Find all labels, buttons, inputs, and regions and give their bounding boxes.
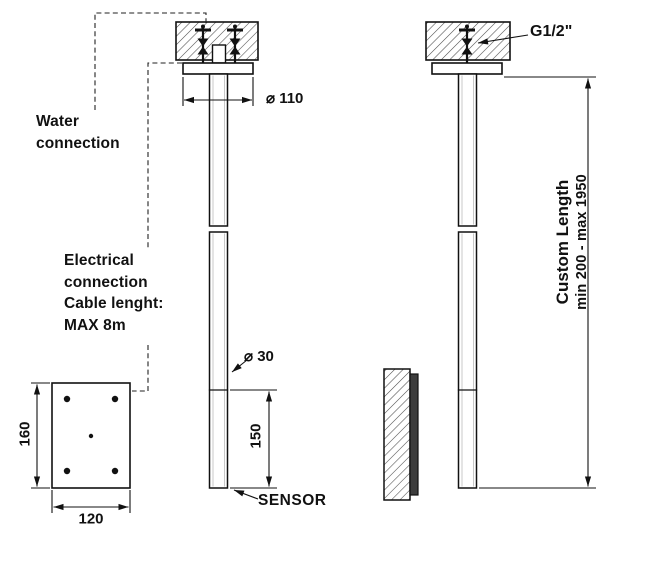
electrical-connection-label: Electrical connection Cable lenght: MAX … bbox=[64, 252, 164, 334]
spout-tube-lower bbox=[208, 231, 229, 489]
electrical-connection-leader-top bbox=[147, 62, 182, 248]
mounting-hole bbox=[111, 395, 119, 403]
dimensions-left bbox=[31, 77, 277, 513]
center-hole bbox=[88, 433, 94, 439]
sensor-leader bbox=[233, 489, 259, 500]
dim-plate-160 bbox=[31, 382, 50, 489]
wall-section bbox=[383, 368, 411, 501]
dim-label-sensor-height: 150 bbox=[247, 423, 265, 449]
electrical-connection-leader-bottom bbox=[132, 345, 149, 392]
custom-length-range: min 200 - max 1950 bbox=[574, 174, 590, 310]
dim-tube-30-leader bbox=[231, 359, 248, 373]
dim-label-tube-diameter: ⌀ 30 bbox=[244, 348, 274, 365]
mounting-hole bbox=[111, 467, 119, 475]
custom-length-title: Custom Length bbox=[553, 179, 572, 305]
tube-upper-right bbox=[457, 73, 478, 227]
mounting-flange bbox=[182, 62, 254, 75]
dimensions-right bbox=[477, 34, 596, 489]
base-plate-bottom-view bbox=[51, 382, 131, 489]
g12-leader bbox=[477, 34, 529, 45]
mounting-hole bbox=[63, 467, 71, 475]
thread-size-label: G1/2" bbox=[530, 23, 573, 40]
water-connection-label: Water connection bbox=[36, 113, 120, 152]
dim-plate-120 bbox=[51, 490, 131, 513]
sensor-label: SENSOR bbox=[258, 492, 327, 509]
right-view bbox=[383, 21, 511, 501]
dim-label-flange-diameter: ⌀ 110 bbox=[266, 90, 304, 107]
mounting-flange-right bbox=[431, 62, 503, 75]
tube-lower-right bbox=[457, 231, 478, 489]
wall-plate bbox=[409, 373, 419, 496]
dim-sensor-150 bbox=[230, 389, 277, 489]
left-view bbox=[175, 21, 259, 489]
inlet-fitting bbox=[211, 44, 227, 64]
leader-lines bbox=[94, 12, 207, 392]
spout-tube-upper bbox=[208, 73, 229, 227]
dim-label-plate-depth: 160 bbox=[16, 421, 34, 447]
dim-flange-110 bbox=[182, 77, 254, 106]
dim-label-plate-width: 120 bbox=[78, 510, 104, 528]
dim-custom-length bbox=[479, 76, 596, 489]
mounting-hole bbox=[63, 395, 71, 403]
water-connection-leader bbox=[94, 12, 207, 110]
custom-length-label: Custom Length min 200 - max 1950 bbox=[552, 174, 592, 310]
